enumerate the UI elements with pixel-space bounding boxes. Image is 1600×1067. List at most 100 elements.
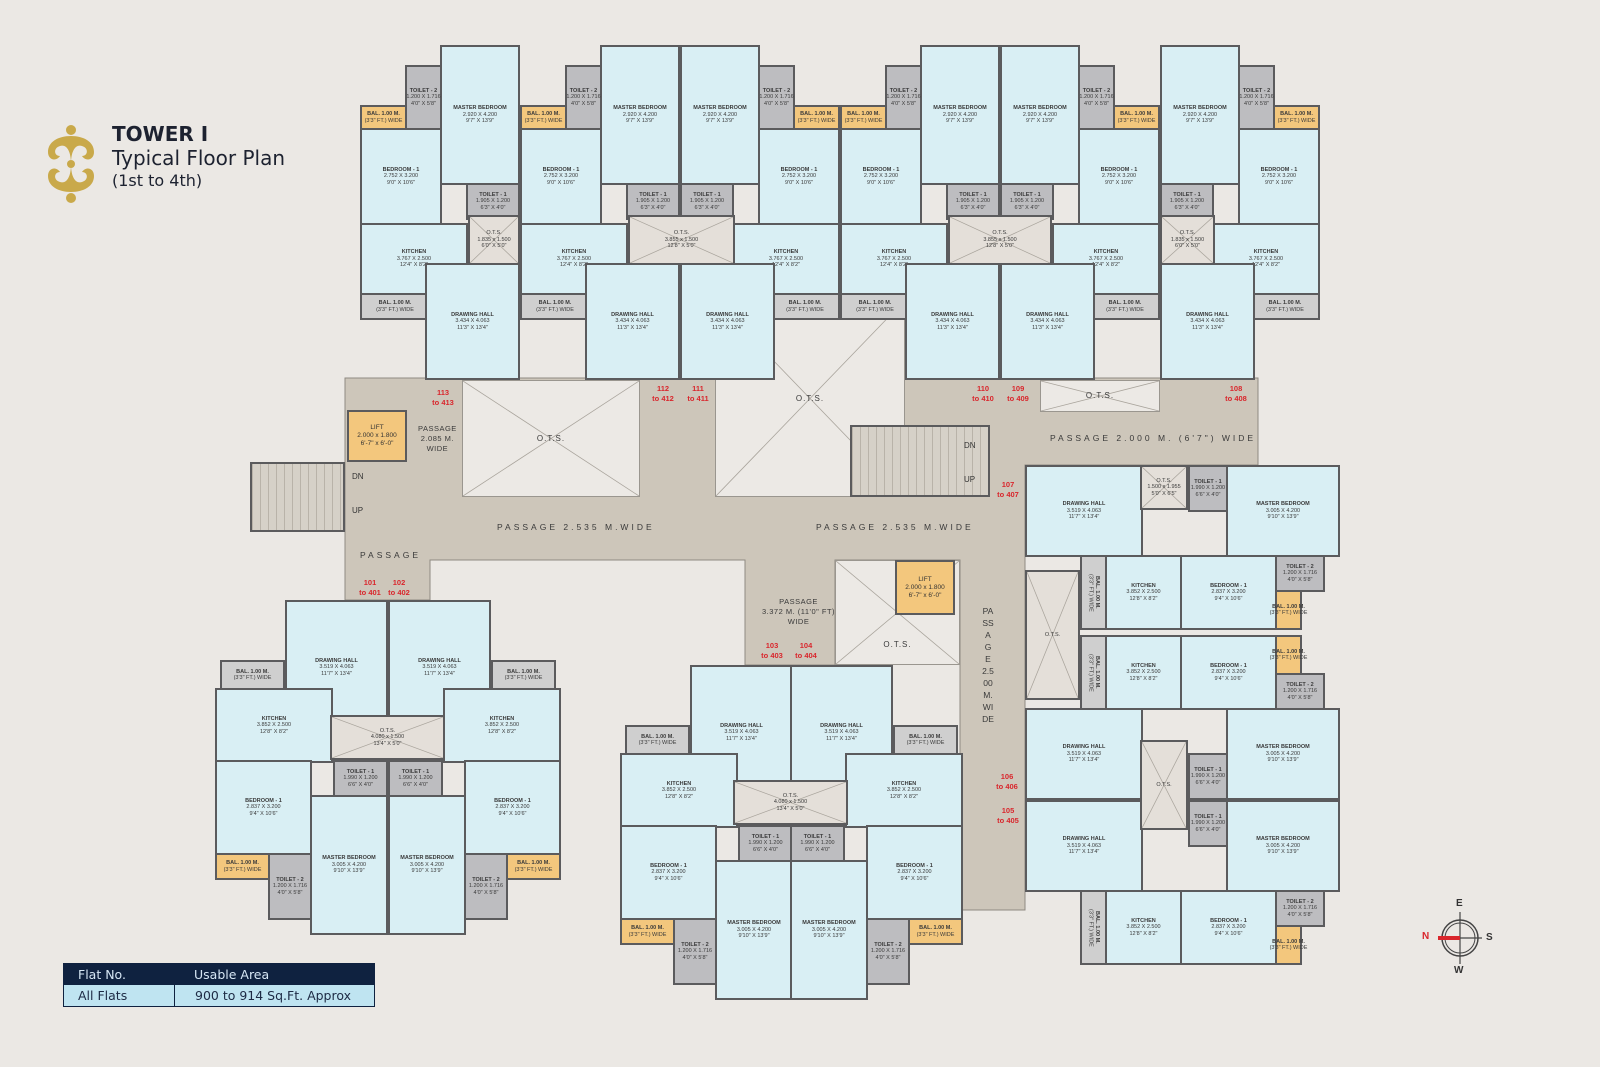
room-bal-top: BAL. 1.00 M.(3'3" FT.) WIDE [840, 105, 887, 130]
room-toilet1-line: 1.905 X 1.200 [1009, 198, 1045, 205]
room-bedroom1-line: BEDROOM - 1 [1210, 917, 1247, 924]
room-kitchen-line: KITCHEN [401, 249, 427, 256]
room-drawing-line: DRAWING HALL [1062, 501, 1106, 508]
room-bal-top-line: BAL. 1.00 M. [527, 111, 560, 117]
room-toilet1-line: 6'3" X 4'0" [694, 204, 720, 211]
flat-number-range: to 413 [432, 398, 454, 407]
flat-number: 104 [799, 641, 813, 650]
room-kitchen-line: 12'4" X 8'2" [879, 262, 909, 269]
ots-label-line: 3.855 x 1.500 [983, 236, 1017, 243]
room-toilet2-line: TOILET - 2 [889, 87, 918, 94]
room-kitchen-line: 3.767 X 2.500 [768, 255, 804, 262]
passage-label: PASSAGE 3.372 M. (11'0" FT) WIDE [762, 597, 836, 626]
room-toilet2-line: 4'0" X 5'8" [473, 889, 499, 896]
room-master-line: 9'7" X 13'9" [705, 118, 735, 125]
room-bal-bottom: BAL. 1.00 M.(3'3" FT.) WIDE [1270, 635, 1307, 675]
room-bal-side-line: BAL. 1.00 M. [1094, 656, 1100, 689]
room-toilet1-line: 1.905 X 1.200 [635, 198, 671, 205]
room-kitchen-line: 12'8" X 8'2" [889, 793, 919, 800]
ots-cross-lines [332, 717, 443, 758]
ots-cross-lines [630, 217, 733, 263]
room-bal-bottom-line: BAL. 1.00 M. [1272, 648, 1305, 655]
lift-label-line: LIFT [918, 575, 932, 583]
room-kitchen-line: 12'8" X 8'2" [664, 793, 694, 800]
ots-label-line: O.T.S. [883, 640, 912, 649]
room-bedroom1-line: BEDROOM - 1 [1260, 166, 1298, 173]
room-kitchen-line: KITCHEN [1131, 917, 1156, 924]
room-bal-top-line: BAL. 1.00 M. [800, 111, 833, 117]
room-bedroom1-line: 2.837 X 3.200 [1211, 669, 1246, 676]
room-toilet2-line: TOILET - 2 [472, 876, 500, 883]
room-bal-side: BAL. 1.00 M.(3'3" FT.) WIDE [1080, 635, 1107, 710]
ots-label-line: 6'0" X 5'0" [1175, 243, 1200, 250]
ots-cross-lines [463, 381, 639, 496]
room-kitchen-line: KITCHEN [891, 780, 917, 787]
room-toilet1-line: 1.905 X 1.200 [1169, 198, 1205, 205]
room-bal-bottom: BAL. 1.00 M.(3'3" FT.) WIDE [770, 293, 840, 320]
ots-label-line: O.T.S. [1156, 781, 1172, 788]
room-drawing-line: DRAWING HALL [820, 722, 863, 729]
ots-label-line: O.T.S. [1179, 230, 1196, 237]
room-bedroom1-line: 2.837 X 3.200 [1211, 589, 1246, 596]
room-toilet1-line: TOILET - 1 [959, 191, 987, 198]
ots-label-line: 13'4" X 5'0" [776, 805, 805, 812]
ots-label-line: 3.855 x 1.500 [664, 236, 699, 243]
room-bal-bottom-line: (3'3" FT.) WIDE [376, 306, 414, 313]
room-toilet1-line: 1.990 X 1.200 [748, 840, 783, 847]
room-toilet2-line: 4'0" X 5'8" [1244, 100, 1269, 107]
room-bedroom1-line: 2.752 X 3.200 [781, 173, 817, 180]
room-drawing-line: 3.434 X 4.063 [935, 318, 970, 325]
flat-number-range: to 402 [388, 588, 410, 597]
room-master-line: MASTER BEDROOM [1013, 105, 1067, 112]
room-bal-bottom: BAL. 1.00 M.(3'3" FT.) WIDE [1250, 293, 1320, 320]
flat-number: 107 [1001, 480, 1015, 489]
room-drawing-line: 3.519 X 4.063 [1066, 507, 1102, 514]
room-bal-bottom: BAL. 1.00 M.(3'3" FT.) WIDE [520, 293, 590, 320]
room-bal-side: BAL. 1.00 M.(3'3" FT.) WIDE [1080, 555, 1107, 630]
room-toilet2-line: TOILET - 2 [1082, 87, 1111, 94]
ots-label-line: O.T.S. [782, 792, 799, 799]
room-drawing-line: DRAWING HALL [611, 311, 654, 318]
ots-shaft: O.T.S. [1040, 380, 1160, 412]
room-bal-top-line: (3'3" FT.) WIDE [906, 740, 945, 746]
room-bedroom1-line: BEDROOM - 1 [542, 166, 580, 173]
ornament-logo-icon [48, 125, 94, 203]
room-bal-top-line: (3'3" FT.) WIDE [504, 675, 543, 681]
room-toilet2-line: 4'0" X 5'8" [1287, 694, 1313, 701]
room-kitchen-line: KITCHEN [1093, 249, 1119, 256]
room-toilet2-line: 1.200 X 1.716 [272, 883, 308, 890]
flat-number-range: to 404 [795, 651, 817, 660]
ots-label-line: 12'8" X 5'0" [985, 243, 1015, 250]
ots-label-line: O.T.S. [795, 393, 825, 403]
room-toilet2-line: 4'0" X 5'8" [411, 100, 436, 107]
passage-label: PASSAGE 2.085 M. WIDE [418, 424, 457, 453]
plan-subtitle: Typical Floor Plan [112, 146, 286, 170]
room-master-line: 9'10" X 13'9" [1267, 757, 1299, 764]
room-bedroom1-line: 9'4" X 10'6" [1214, 595, 1243, 602]
room-drawing-line: DRAWING HALL [1062, 744, 1106, 751]
room-kitchen-line: KITCHEN [261, 715, 287, 722]
room-master-line: MASTER BEDROOM [727, 920, 781, 927]
room-bal-side-line: (3'3" FT.) WIDE [1087, 908, 1094, 947]
ots-shaft: O.T.S. [1140, 740, 1188, 830]
room-bal-top-line: (3'3" FT.) WIDE [233, 675, 272, 681]
